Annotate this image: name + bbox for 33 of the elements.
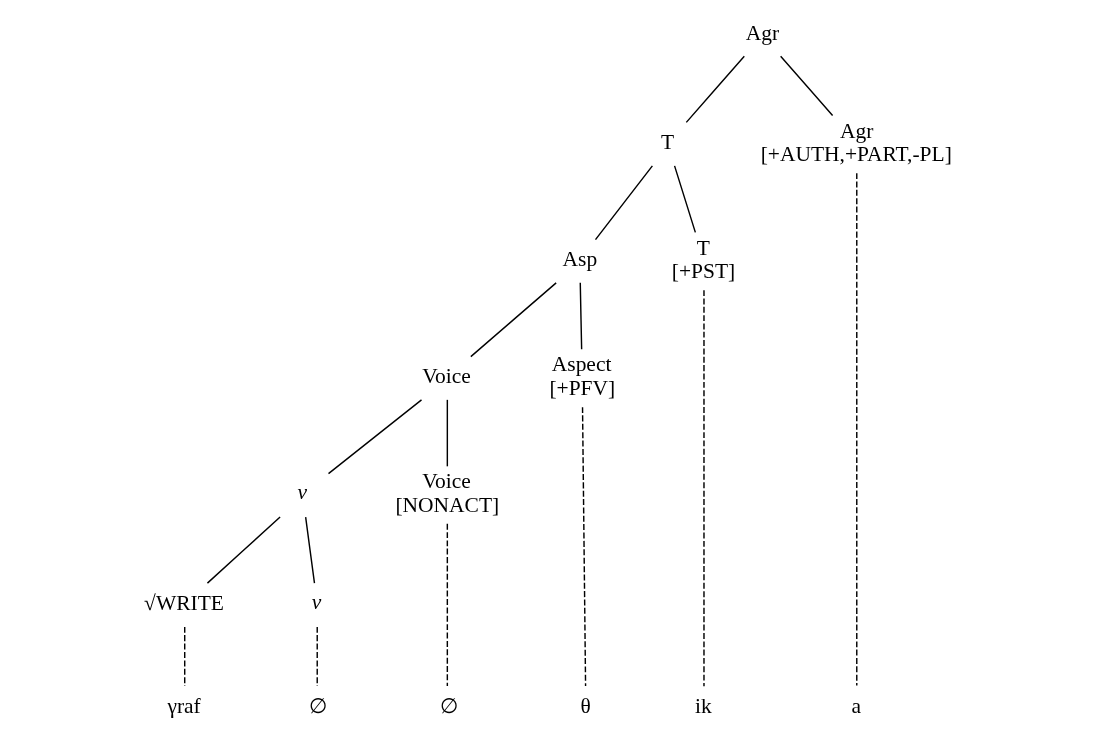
node-text: a [851, 693, 861, 718]
connector [579, 282, 583, 351]
connector [779, 55, 834, 117]
connector [703, 289, 705, 687]
node-text: v [297, 480, 308, 505]
node-text: √WRITE [144, 591, 224, 616]
node-text: θ [580, 693, 591, 718]
node-text: Asp [562, 247, 598, 272]
node-text: γraf [167, 693, 201, 718]
connector [446, 523, 449, 687]
connector [856, 172, 858, 687]
node-text: ∅ [439, 693, 458, 718]
node-text: v [311, 590, 322, 615]
node-text: T [661, 130, 675, 155]
node-text: Voice [422, 364, 471, 389]
connector [304, 516, 316, 584]
connector [470, 282, 557, 358]
connector [327, 399, 423, 475]
node-text: ik [695, 693, 712, 718]
connector [206, 516, 281, 584]
connector [685, 55, 745, 124]
connector [594, 165, 654, 241]
node-text: T [+PST] [671, 235, 736, 284]
node-text: Agr [745, 20, 780, 45]
connector [184, 626, 186, 687]
connector [316, 626, 318, 687]
connector [446, 399, 449, 468]
connector [581, 406, 587, 687]
node-text: Aspect [+PFV] [549, 352, 616, 401]
node-text: Voice [NONACT] [395, 469, 500, 518]
node-text: ∅ [309, 693, 328, 718]
node-text: Agr [+AUTH,+PART,-PL] [760, 118, 952, 167]
connector [673, 165, 697, 234]
